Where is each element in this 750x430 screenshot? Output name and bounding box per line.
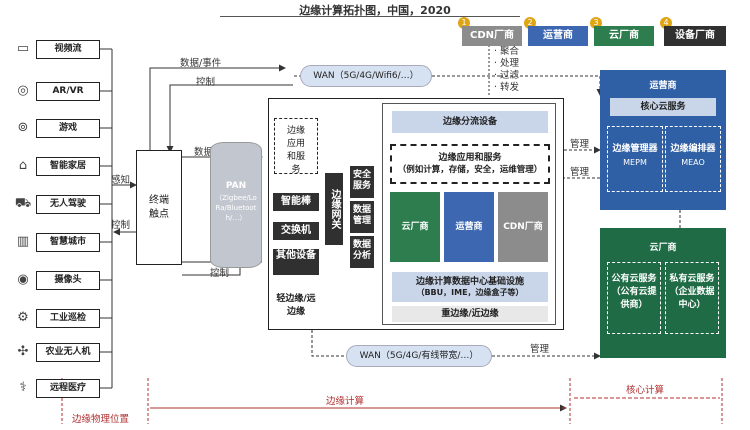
side-service-item: 数据管理 bbox=[350, 201, 374, 233]
stethoscope-icon: ⚕ bbox=[19, 380, 27, 395]
label-control-mid: 控制 bbox=[210, 268, 230, 279]
device-item: 无人驾驶 bbox=[36, 195, 100, 214]
terminal-touchpoint: 终端触点 bbox=[136, 150, 182, 265]
dc-title: 边缘计算数据中心基础设施 bbox=[415, 277, 524, 287]
edge-offload-device: 边缘分流设备 bbox=[392, 111, 548, 133]
device-item: 工业巡检 bbox=[36, 309, 100, 328]
device-item: 智慧城市 bbox=[36, 233, 100, 252]
aggregate-list: · 聚合· 处理· 过滤· 转发 bbox=[494, 46, 519, 94]
edge-apps-sub: （例如计算，存储，安全，运维管理） bbox=[397, 165, 543, 175]
aggregate-item: 过滤 bbox=[500, 70, 520, 81]
aggregate-item: 转发 bbox=[500, 82, 520, 93]
vendor-legend-item: 云厂商 bbox=[594, 26, 654, 46]
drone-icon: ✣ bbox=[17, 344, 29, 359]
aggregate-row: · 过滤 bbox=[494, 70, 520, 81]
aggregate-row: · 处理 bbox=[494, 58, 520, 69]
label-manage-1: 管理 bbox=[570, 139, 590, 150]
vendor-legend-item: 设备厂商 bbox=[664, 26, 726, 46]
wan-bottom: WAN（5G/4G/有线带宽/…） bbox=[346, 345, 492, 367]
other-devices: 其他设备 bbox=[273, 249, 319, 275]
cloud-vendor-box: 云厂商 bbox=[390, 192, 440, 262]
aggregate-item: 聚合 bbox=[500, 46, 520, 57]
camera-icon: ◉ bbox=[17, 272, 29, 287]
wan-top: WAN（5G/4G/Wifi6/…） bbox=[300, 65, 432, 87]
cloud-title: 云厂商 bbox=[649, 243, 677, 253]
car-icon: ⛟ bbox=[14, 196, 32, 211]
vendor-legend-item: 运营商 bbox=[528, 26, 588, 46]
private-cloud-service: 私有云服务（企业数据中心） bbox=[665, 262, 719, 334]
cdn-box: CDN厂商 bbox=[498, 192, 548, 262]
pan-sub: （Zigbee/LoRa/Bluetooth/…） bbox=[215, 194, 257, 222]
operator-box: 运营商 bbox=[444, 192, 494, 262]
gamepad-icon: ⊚ bbox=[17, 120, 29, 135]
aggregate-row: · 转发 bbox=[494, 82, 520, 93]
label-edge-compute: 边缘计算 bbox=[326, 396, 365, 407]
label-physical-location: 边缘物理位置 bbox=[72, 414, 130, 425]
vendor-legend-item: CDN厂商 bbox=[462, 26, 522, 46]
label-data-event-top: 数据/事件 bbox=[180, 58, 222, 69]
edge-orchestrator-code: MEAO bbox=[681, 158, 705, 167]
city-icon: ▥ bbox=[16, 234, 30, 249]
aggregate-item: 处理 bbox=[500, 58, 520, 69]
switch: 交换机 bbox=[273, 222, 319, 240]
operator-title: 运营商 bbox=[649, 81, 677, 91]
edge-manager-code: MEPM bbox=[623, 158, 647, 167]
light-edge-label: 轻边缘/远边缘 bbox=[276, 294, 316, 317]
heavy-edge-label: 重边缘/近边缘 bbox=[392, 306, 548, 322]
label-sense: 感知 bbox=[111, 175, 131, 186]
core-cloud-service: 核心云服务 bbox=[610, 98, 716, 116]
label-manage-3: 管理 bbox=[530, 344, 550, 355]
aggregate-row: · 聚合 bbox=[494, 46, 520, 57]
vr-headset-icon: ◎ bbox=[17, 83, 29, 98]
device-item: AR/VR bbox=[36, 82, 100, 101]
edge-app-box: 边缘应用和服务 bbox=[274, 118, 318, 175]
dc-sub: （BBU，IME，边缘盒子等） bbox=[416, 288, 524, 297]
device-item: 农业无人机 bbox=[36, 343, 100, 362]
device-item: 摄像头 bbox=[36, 271, 100, 290]
label-control-left: 控制 bbox=[111, 220, 131, 231]
dc-infrastructure: 边缘计算数据中心基础设施 （BBU，IME，边缘盒子等） bbox=[392, 272, 548, 302]
label-control-top: 控制 bbox=[196, 77, 216, 88]
label-manage-2: 管理 bbox=[570, 167, 590, 178]
label-core-compute: 核心计算 bbox=[626, 385, 665, 396]
device-item: 智能家居 bbox=[36, 157, 100, 176]
public-cloud-service: 公有云服务（公有云提供商） bbox=[607, 262, 661, 334]
device-item: 远程医疗 bbox=[36, 379, 100, 398]
smart-home-icon: ⌂ bbox=[18, 158, 28, 173]
pan-title: PAN bbox=[225, 181, 247, 191]
device-item: 视频流 bbox=[36, 40, 100, 59]
title-underline bbox=[220, 16, 520, 17]
side-service-item: 数据分析 bbox=[350, 236, 374, 268]
cloud-panel: 云厂商 公有云服务（公有云提供商） 私有云服务（企业数据中心） bbox=[600, 228, 726, 358]
edge-manager: 边缘管理器 bbox=[612, 144, 658, 154]
side-service-item: 安全服务 bbox=[350, 166, 374, 198]
video-icon: ▭ bbox=[16, 41, 30, 56]
smart-stick: 智能棒 bbox=[273, 193, 319, 211]
operator-panel: 运营商 核心云服务 边缘管理器 MEPM 边缘编排器 MEAO bbox=[600, 70, 726, 210]
edge-gateway: 边缘网关 bbox=[325, 173, 343, 245]
edge-apps-title: 边缘应用和服务 bbox=[438, 153, 502, 163]
edge-apps-box: 边缘应用和服务 （例如计算，存储，安全，运维管理） bbox=[390, 144, 550, 184]
edge-orchestrator: 边缘编排器 bbox=[670, 144, 716, 154]
device-item: 游戏 bbox=[36, 119, 100, 138]
pan-cylinder: PAN （Zigbee/LoRa/Bluetooth/…） bbox=[210, 142, 262, 268]
robot-arm-icon: ⚙ bbox=[17, 310, 29, 325]
page-title: 边缘计算拓扑图，中国，2020 bbox=[299, 4, 451, 17]
